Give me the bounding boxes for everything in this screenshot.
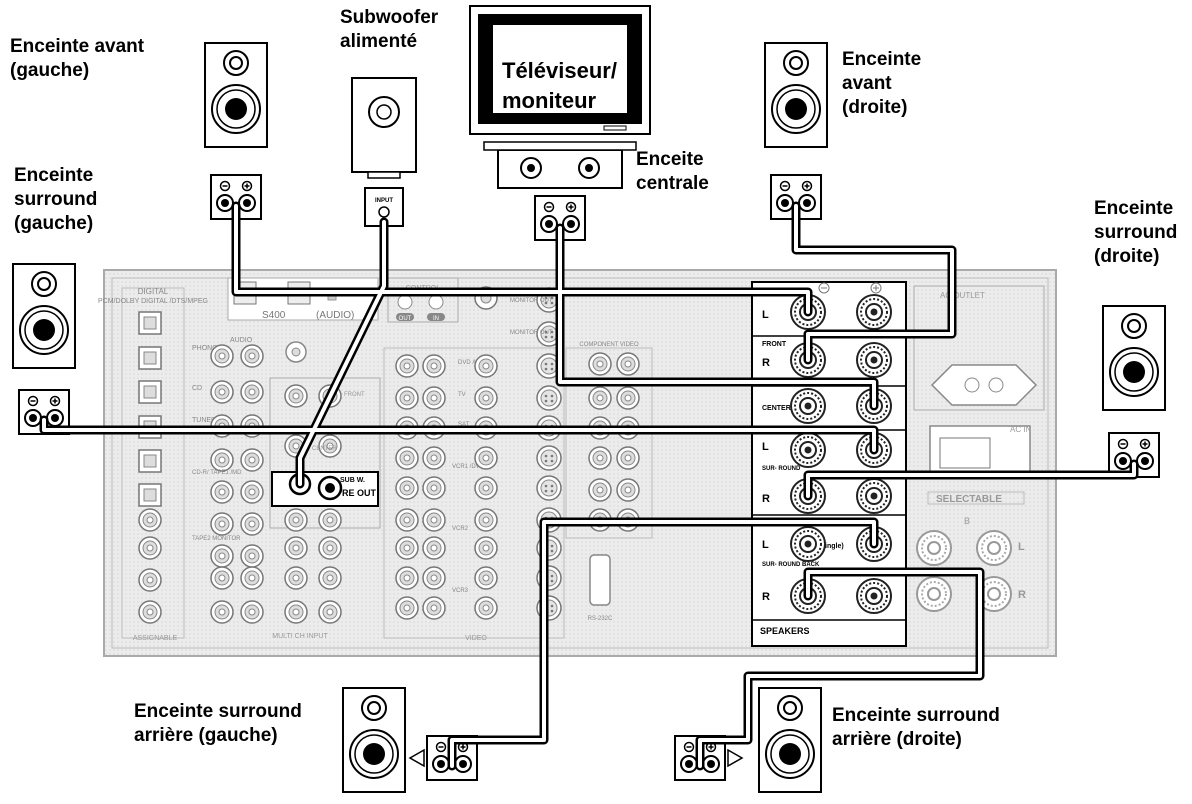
sel-r-label: R <box>1018 589 1026 601</box>
label-surround-right-line3: (droite) <box>1094 246 1160 267</box>
label-surround-right-line2: surround <box>1094 222 1178 243</box>
label-surround-left-line1: Enceinte <box>14 165 94 186</box>
label-front-right-line3: (droite) <box>842 97 908 118</box>
pre-front-label: FRONT <box>344 392 365 398</box>
pre-out-area: FRONT CENTER SUB W. PRE OUT <box>269 377 381 624</box>
label-surround-left-line2: surround <box>14 189 98 210</box>
label-tv-line1: Téléviseur/ <box>502 58 617 83</box>
front-right-speaker <box>764 42 828 220</box>
speaker-cables <box>39 201 1139 771</box>
label-surround-back-left-line2: arrière (gauche) <box>134 725 278 746</box>
digital-title: DIGITAL <box>138 287 169 296</box>
subw-label: SUB W. <box>340 477 365 484</box>
subwoofer-input-label: INPUT <box>375 198 393 204</box>
control-out-label: OUT <box>399 316 412 322</box>
label-center-line2: centrale <box>636 173 709 194</box>
sb-l-label: L <box>762 539 769 551</box>
phono-label: PHONO <box>192 345 218 352</box>
label-center-line1: Enceite <box>636 149 704 170</box>
label-surround-left-line3: (gauche) <box>14 213 94 234</box>
component-video: COMPONENT VIDEO RS-232C <box>565 342 653 622</box>
ac-section: AC OUTLET AC IN SELECTABLE B L R <box>913 285 1045 612</box>
audio-inputs: PHONO AUDIO CD TUNER CD-R/ TAPE1 /MD TAP… <box>192 337 328 640</box>
speaker-terminals: L FRONT R CENTER L SUR- ROUND R L SUR- R… <box>751 281 907 647</box>
front-block-label: FRONT <box>762 341 787 348</box>
label-surround-back-left-line1: Enceinte surround <box>134 701 302 722</box>
sb-block-label: SUR- ROUND BACK <box>762 562 820 568</box>
assignable-label: ASSIGNABLE <box>133 635 178 642</box>
tuner-label: TUNER <box>192 417 216 424</box>
surround-r-label: R <box>762 493 770 505</box>
front-l-label: L <box>762 309 769 321</box>
label-surround-back-right-line2: arrière (droite) <box>832 729 962 750</box>
front-r-label: R <box>762 357 770 369</box>
pre-center-label: CENTER <box>312 446 337 452</box>
digital-formats: PCM/DOLBY DIGITAL /DTS/MPEG <box>98 298 208 305</box>
sb-r-label: R <box>762 591 770 603</box>
audio-label: (AUDIO) <box>316 310 354 321</box>
label-subwoofer-line2: alimenté <box>340 31 418 52</box>
selectable-label: SELECTABLE <box>936 494 1002 505</box>
speakers-label: SPEAKERS <box>760 626 810 636</box>
surround-back-right-speaker <box>674 687 822 793</box>
b-label: B <box>964 516 970 526</box>
ac-outlet-label: AC OUTLET <box>940 291 985 300</box>
receiver-rear-panel: DIGITAL PCM/DOLBY DIGITAL /DTS/MPEG ASSI… <box>98 269 1057 657</box>
subwoofer: INPUT <box>351 77 417 227</box>
model-label: S400 <box>262 310 286 321</box>
control-in-label: IN <box>433 316 439 322</box>
dvd-ld-label: DVD /LD <box>458 360 482 366</box>
tape2-monitor-label: TAPE2 MONITOR <box>192 536 241 542</box>
sel-l-label: L <box>1018 541 1025 553</box>
label-surround-left: Enceinte surround (gauche) <box>14 164 97 236</box>
ac-in-label: AC IN <box>1010 425 1032 434</box>
center-block-label: CENTER <box>762 405 791 412</box>
pre-out-label: PRE OUT <box>336 488 377 498</box>
label-subwoofer-line1: Subwoofer <box>340 7 439 28</box>
audio-lr-label: AUDIO <box>230 337 253 344</box>
label-front-right: Enceinte avant (droite) <box>842 48 921 120</box>
vcr3-label: VCR3 <box>452 588 469 594</box>
cd-label: CD <box>192 385 202 392</box>
cdr-tape1-label: CD-R/ TAPE1 /MD <box>192 470 242 476</box>
vcr1-label: VCR1 /DVR <box>452 464 485 470</box>
surround-l-label: L <box>762 441 769 453</box>
label-surround-right-line1: Enceinte <box>1094 198 1174 219</box>
label-subwoofer: Subwoofer alimenté <box>340 6 438 54</box>
tv-in-label: TV <box>458 392 466 398</box>
surround-block-label: SUR- ROUND <box>762 466 801 472</box>
surround-left-speaker <box>12 263 76 435</box>
sat-label: SAT <box>458 422 470 428</box>
label-surround-back-left: Enceinte surround arrière (gauche) <box>134 700 302 748</box>
multi-ch-label: MULTI CH INPUT <box>272 633 328 640</box>
label-front-left-line1: Enceinte avant <box>10 36 145 57</box>
label-surround-back-right-line1: Enceinte surround <box>832 705 1000 726</box>
label-center: Enceite centrale <box>636 148 709 196</box>
vcr2-label: VCR2 <box>452 526 469 532</box>
label-tv: Téléviseur/ moniteur <box>502 56 617 116</box>
front-left-speaker <box>204 42 268 220</box>
monitor-out-label-2: MONITOR OUT <box>510 330 553 336</box>
rs232c-label: RS-232C <box>588 616 613 622</box>
label-front-left-line2: (gauche) <box>10 60 90 81</box>
center-speaker <box>483 141 637 241</box>
component-video-label: COMPONENT VIDEO <box>579 342 639 348</box>
surround-back-left-speaker <box>342 687 478 793</box>
digital-inputs: DIGITAL PCM/DOLBY DIGITAL /DTS/MPEG ASSI… <box>98 287 208 642</box>
surround-right-speaker <box>1102 305 1166 478</box>
label-front-right-line2: avant <box>842 73 892 94</box>
label-surround-right: Enceinte surround (droite) <box>1094 197 1177 269</box>
television <box>469 5 651 135</box>
label-front-right-line1: Enceinte <box>842 49 922 70</box>
label-surround-back-right: Enceinte surround arrière (droite) <box>832 704 1000 752</box>
video-label: VIDEO <box>465 635 487 642</box>
label-front-left: Enceinte avant (gauche) <box>10 35 144 83</box>
single-label: (Single) <box>818 543 844 550</box>
monitor-out-label-1: MONITOR OUT <box>510 298 553 304</box>
label-tv-line2: moniteur <box>502 88 597 113</box>
